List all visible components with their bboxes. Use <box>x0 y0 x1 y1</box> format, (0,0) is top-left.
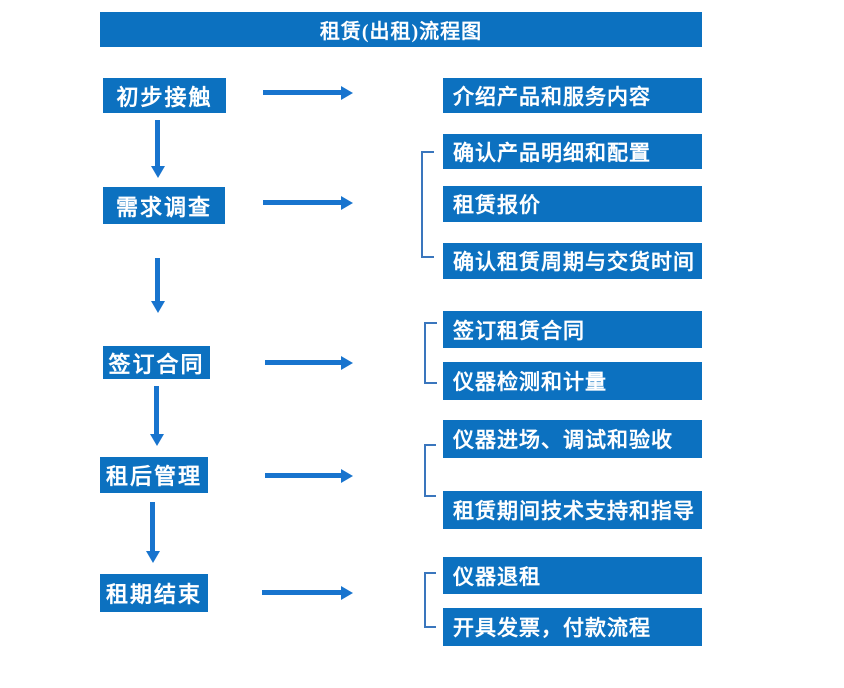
detail-box: 签订租赁合同 <box>443 311 702 348</box>
bracket <box>424 572 436 628</box>
arrow-right-icon <box>262 590 341 595</box>
bracket <box>424 322 437 384</box>
detail-box: 仪器检测和计量 <box>443 362 702 400</box>
stage-box-post-rental-management: 租后管理 <box>100 457 208 493</box>
stage-box-sign-contract: 签订合同 <box>103 346 210 379</box>
arrow-down-icon <box>155 120 160 166</box>
detail-box: 租赁期间技术支持和指导 <box>443 491 702 529</box>
bracket <box>424 444 436 497</box>
arrow-right-icon <box>265 360 341 365</box>
detail-box: 确认租赁周期与交货时间 <box>443 243 702 279</box>
stage-box-rental-end: 租期结束 <box>100 574 208 612</box>
detail-box: 介绍产品和服务内容 <box>443 78 702 113</box>
arrow-right-icon <box>263 90 341 95</box>
detail-box: 开具发票，付款流程 <box>443 608 702 646</box>
detail-box: 仪器退租 <box>443 557 702 594</box>
detail-box: 确认产品明细和配置 <box>443 134 702 169</box>
arrow-right-icon <box>263 200 341 205</box>
detail-box: 仪器进场、调试和验收 <box>443 420 702 458</box>
arrow-down-icon <box>154 386 159 434</box>
arrow-down-icon <box>155 258 160 301</box>
detail-box: 租赁报价 <box>443 186 702 222</box>
bracket <box>421 151 434 258</box>
stage-box-initial-contact: 初步接触 <box>103 78 226 113</box>
stage-box-demand-survey: 需求调查 <box>103 187 225 224</box>
arrow-right-icon <box>265 473 341 478</box>
flowchart-title: 租赁(出租)流程图 <box>100 12 702 47</box>
arrow-down-icon <box>150 502 155 551</box>
